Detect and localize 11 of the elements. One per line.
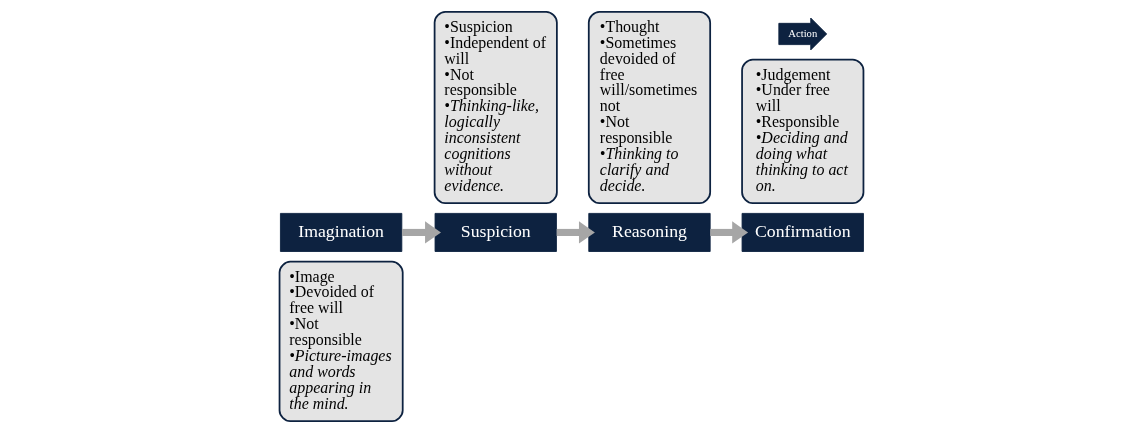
- arrow: [709, 221, 748, 244]
- node-box: •Image •Devoided of free will •Not responsible •Picture-images and words appearing in the mind.: [278, 260, 404, 423]
- node-box: •Thought •Sometimes devoided of free will/sometimes not •Not responsible •Thinking to clarify and decide.: [587, 10, 711, 205]
- node-box: Imagination: [279, 212, 402, 252]
- arrow: [401, 221, 441, 244]
- node-box: Confirmation: [741, 212, 864, 252]
- node-box: •Suspicion •Independent of will •Not responsible •Thinking-like, logically inconsistent cognitions without evidence.: [433, 10, 558, 205]
- node-box: Reasoning: [587, 212, 711, 252]
- node-box: Suspicion: [434, 212, 557, 252]
- arrow: [556, 221, 595, 244]
- node-box: •Judgement •Under free will •Responsible •Deciding and doing what thinking to act on.: [740, 58, 864, 205]
